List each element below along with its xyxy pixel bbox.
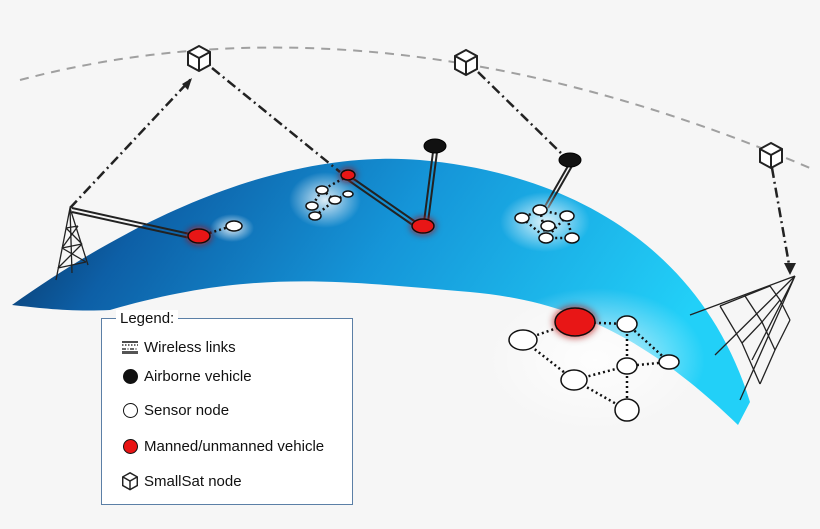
uplink-left-tower-to-sat1 (69, 77, 193, 209)
manned-vehicles (187, 169, 596, 337)
satellite-links (69, 67, 792, 271)
sensor-node (616, 315, 638, 333)
sensor-node (514, 212, 530, 224)
legend-label-sensor: Sensor node (144, 401, 230, 419)
sensor-node (614, 398, 640, 422)
sensor-node (540, 220, 556, 232)
legend-row-airborne: Airborne vehicle (120, 364, 252, 388)
sensor-node (328, 195, 342, 205)
smallsat-icon (120, 471, 140, 491)
legend-row-vehicle: Manned/unmanned vehicle (120, 434, 324, 458)
link-sat2-to-airborne (477, 71, 567, 159)
manned-vehicle (554, 307, 596, 337)
downlink-arrowhead (784, 263, 796, 275)
manned-vehicle-icon (120, 436, 140, 456)
airborne-vehicles (423, 138, 582, 168)
smallsat-icon (759, 141, 783, 170)
smallsat-nodes (187, 44, 783, 170)
airborne-vehicle-icon (120, 366, 140, 386)
legend-box: Legend: Wireless links Airborne vehicle (101, 310, 353, 505)
right-ground-tower (689, 275, 796, 401)
link-sat1-to-cluster (211, 67, 341, 173)
smallsat-icon (454, 48, 478, 77)
sensor-node (315, 185, 329, 195)
legend-label-vehicle: Manned/unmanned vehicle (144, 437, 325, 455)
manned-vehicle (340, 169, 356, 181)
downlink-sat3-to-right-tower (770, 167, 792, 271)
sensor-nodes (225, 185, 680, 422)
sensor-node (658, 354, 680, 370)
uplink-arrowhead (182, 78, 192, 90)
legend-row-smallsat: SmallSat node (120, 469, 242, 493)
sensor-node (308, 211, 322, 221)
sensor-node (538, 232, 554, 244)
wireless-links-icon (120, 337, 140, 357)
legend-label-wireless: Wireless links (144, 338, 236, 356)
legend-row-wireless: Wireless links (120, 335, 236, 359)
sensor-node (560, 369, 588, 391)
manned-vehicle (187, 228, 211, 244)
legend-row-sensor: Sensor node (120, 398, 229, 422)
sensor-node (305, 201, 319, 211)
legend-label-airborne: Airborne vehicle (144, 367, 252, 385)
legend-label-smallsat: SmallSat node (144, 472, 242, 490)
manned-vehicle (411, 218, 435, 234)
airborne-vehicle (423, 138, 447, 154)
sensor-node (564, 232, 580, 244)
left-ground-tower (55, 207, 89, 281)
sensor-node (508, 329, 538, 351)
sensor-node (532, 204, 548, 216)
airborne-vehicle (558, 152, 582, 168)
orbit-path (19, 46, 811, 169)
sensor-node (225, 220, 243, 232)
sensor-node-icon (120, 400, 140, 420)
sensor-node (616, 357, 638, 375)
sensor-node (559, 210, 575, 222)
sensor-node (342, 190, 354, 198)
legend-title: Legend: (116, 310, 179, 327)
smallsat-icon (187, 44, 211, 73)
